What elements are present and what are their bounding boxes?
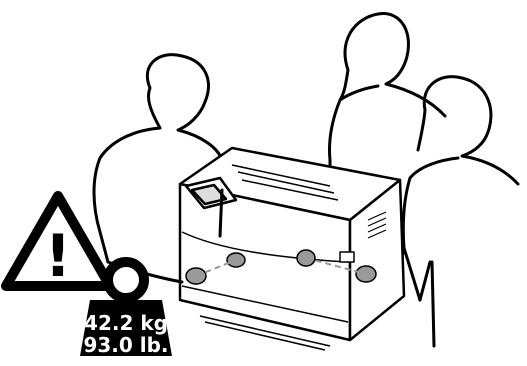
printer	[180, 148, 404, 350]
weight-kg-label: 42.2 kg	[84, 311, 168, 335]
weight-lb-label: 93.0 lb.	[83, 333, 168, 357]
warning-symbol: !	[45, 222, 71, 290]
